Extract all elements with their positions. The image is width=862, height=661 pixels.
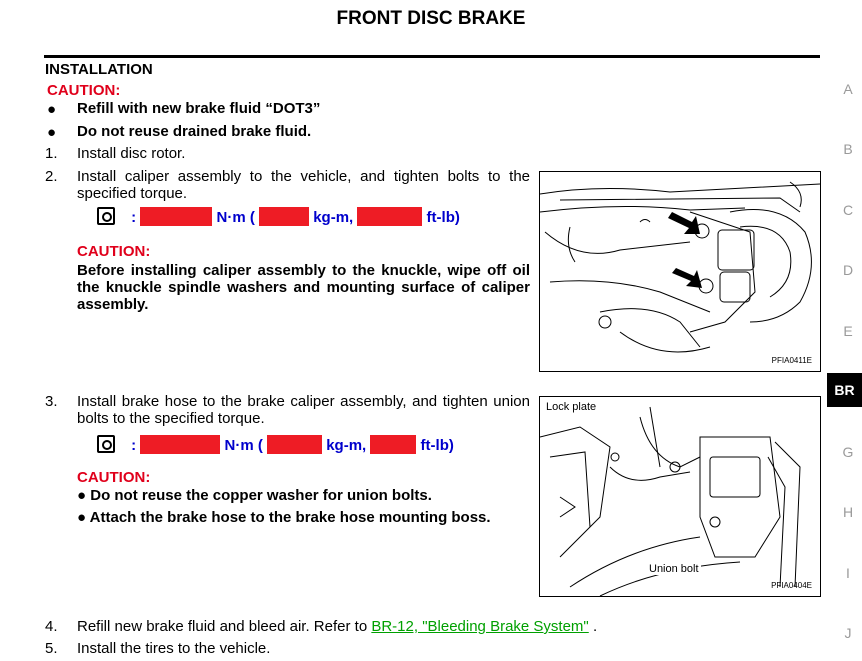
caution-label: CAUTION: [77, 469, 151, 486]
tab-j[interactable]: J [844, 625, 852, 641]
tab-e[interactable]: E [843, 323, 853, 339]
bullet-dot: ● [47, 101, 57, 118]
intro-bullet: Refill with new brake fluid “DOT3” [77, 100, 321, 117]
torque-spec: : N·m ( kg-m, ft-lb) [97, 435, 454, 454]
bleeding-brake-system-link[interactable]: BR-12, "Bleeding Brake System" [371, 618, 589, 635]
redacted-value [370, 435, 417, 454]
tab-b[interactable]: B [843, 141, 853, 157]
step-text: Install the tires to the vehicle. [77, 640, 271, 657]
redacted-value [357, 207, 423, 226]
step-number: 2. [45, 168, 58, 185]
torque-wrench-icon [97, 435, 115, 453]
tab-d[interactable]: D [842, 262, 854, 278]
caliper-illustration [539, 181, 821, 353]
caution-bullet: ● Do not reuse the copper washer for uni… [77, 487, 432, 504]
redacted-value [259, 207, 310, 226]
intro-bullet: Do not reuse drained brake fluid. [77, 123, 312, 140]
step-number: 5. [45, 640, 58, 657]
tab-c[interactable]: C [842, 202, 854, 218]
caution-label: CAUTION: [47, 82, 121, 99]
lock-plate-label: Lock plate [544, 401, 599, 413]
step-number: 4. [45, 618, 58, 635]
header-rule [44, 55, 820, 58]
union-bolt-label: Union bolt [647, 563, 701, 575]
redacted-value [267, 435, 323, 454]
torque-spec: : N·m ( kg-m, ft-lb) [97, 207, 460, 226]
tab-br[interactable]: BR [827, 373, 862, 407]
caution-label: CAUTION: [77, 243, 151, 260]
torque-wrench-icon [97, 207, 115, 225]
bullet-dot: ● [47, 124, 57, 141]
figure-code: PFIA0411E [771, 356, 812, 365]
page-title: FRONT DISC BRAKE [336, 8, 526, 29]
brake-hose-figure: Lock plate Union bolt PFIA0404E [539, 396, 821, 597]
step-number: 1. [45, 145, 58, 162]
tab-g[interactable]: G [842, 444, 854, 460]
section-heading: INSTALLATION [45, 61, 153, 78]
step-number: 3. [45, 393, 58, 410]
caution-bullet: ● Attach the brake hose to the brake hos… [77, 509, 491, 526]
caliper-figure: PFIA0411E [539, 171, 821, 372]
step-text: Install disc rotor. [77, 145, 186, 162]
tab-a[interactable]: A [843, 81, 853, 97]
caution-text: Before installing caliper assembly to th… [77, 262, 530, 313]
step-text: Refill new brake fluid and bleed air. Re… [77, 618, 598, 635]
tab-h[interactable]: H [842, 504, 854, 520]
figure-code: PFIA0404E [771, 581, 812, 590]
redacted-value [140, 207, 213, 226]
step-text: Install brake hose to the brake caliper … [77, 393, 530, 427]
step-text: Install caliper assembly to the vehicle,… [77, 168, 530, 202]
tab-i[interactable]: I [846, 565, 850, 581]
redacted-value [140, 435, 221, 454]
